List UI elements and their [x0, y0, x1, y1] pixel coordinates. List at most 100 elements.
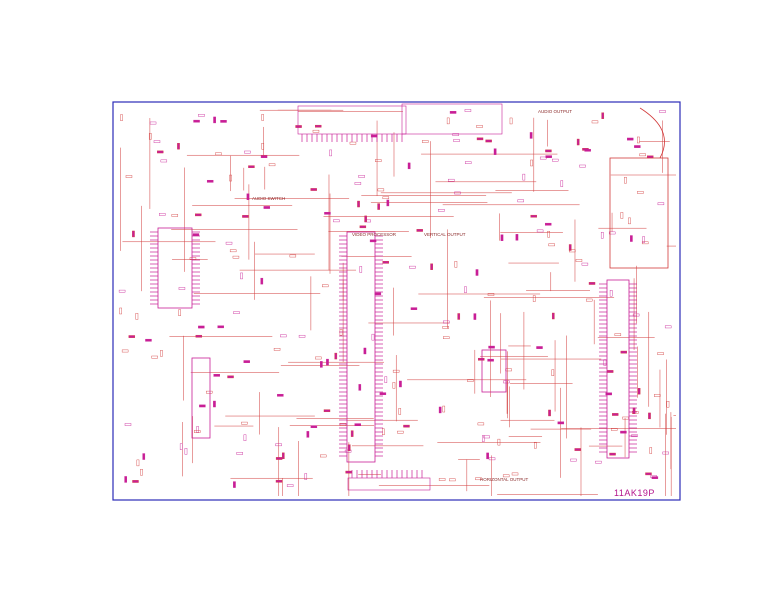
- component-symbol: [273, 348, 281, 351]
- component-symbol: [505, 368, 512, 372]
- sheet-border: [112, 101, 681, 501]
- component-symbol: [363, 347, 367, 355]
- component-symbol: [641, 241, 649, 245]
- component-symbol: [548, 409, 551, 417]
- component-symbol: [584, 148, 591, 152]
- component-symbol: [637, 191, 644, 194]
- component-symbol: [548, 243, 555, 247]
- component-symbol: [609, 290, 613, 297]
- component-symbol: [140, 469, 143, 476]
- component-symbol: [586, 298, 593, 302]
- component-symbol: [622, 416, 629, 420]
- component-symbol: [160, 350, 163, 357]
- component-symbol: [605, 392, 612, 396]
- component-symbol: [421, 140, 429, 143]
- component-symbol: [634, 145, 641, 148]
- component-symbol: [536, 229, 544, 233]
- component-symbol: [177, 143, 180, 150]
- crt-neck-board: [609, 107, 669, 269]
- component-symbol: [295, 125, 302, 128]
- component-symbol: [132, 230, 135, 238]
- flyback-transformer: [481, 349, 507, 393]
- component-symbol: [581, 262, 589, 266]
- component-symbol: [227, 375, 234, 379]
- component-symbol: [536, 346, 543, 349]
- component-symbol: [261, 114, 264, 121]
- component-symbol: [430, 263, 433, 270]
- component-symbol: [397, 430, 404, 434]
- component-symbol: [620, 430, 627, 434]
- component-symbol: [664, 325, 672, 329]
- component-symbol: [306, 431, 310, 438]
- component-symbol: [124, 423, 132, 426]
- component-symbol: [503, 380, 510, 384]
- component-symbol: [192, 233, 200, 236]
- micro-controller-ic: [606, 279, 630, 459]
- component-symbol: [142, 453, 146, 460]
- component-symbol: [357, 200, 360, 208]
- component-symbol: [487, 358, 494, 362]
- component-symbol: [654, 394, 661, 397]
- component-symbol: [509, 117, 513, 125]
- component-symbol: [551, 312, 555, 320]
- component-symbol: [263, 206, 271, 209]
- component-symbol: [349, 141, 357, 145]
- component-symbol: [298, 334, 306, 338]
- component-symbol: [220, 120, 227, 123]
- component-symbol: [125, 175, 133, 178]
- component-symbol: [446, 117, 450, 125]
- component-layer: [118, 109, 672, 488]
- component-symbol: [153, 140, 161, 143]
- component-symbol: [557, 421, 565, 425]
- component-symbol: [551, 369, 555, 376]
- block-label-audio-switch: AUDIO SWITCH: [252, 196, 285, 201]
- component-symbol: [215, 152, 222, 156]
- component-symbol: [377, 188, 385, 192]
- component-symbol: [464, 109, 472, 112]
- component-symbol: [225, 241, 233, 245]
- component-symbol: [315, 356, 322, 360]
- component-symbol: [475, 269, 479, 276]
- component-symbol: [347, 444, 351, 451]
- component-symbol: [493, 148, 497, 155]
- model-number: 11AK19P: [614, 488, 655, 498]
- component-symbol: [627, 137, 634, 141]
- component-symbol: [409, 265, 416, 269]
- component-symbol: [320, 454, 327, 458]
- component-symbol: [171, 214, 179, 217]
- component-symbol: [240, 272, 243, 280]
- component-symbol: [236, 452, 243, 455]
- component-symbol: [229, 174, 232, 182]
- component-symbol: [569, 249, 576, 253]
- component-symbol: [374, 292, 382, 296]
- component-symbol: [339, 423, 347, 426]
- component-symbol: [149, 121, 157, 125]
- component-symbol: [160, 159, 168, 163]
- component-symbol: [648, 412, 651, 420]
- component-symbol: [304, 473, 308, 480]
- component-symbol: [486, 452, 489, 460]
- component-symbol: [624, 176, 627, 184]
- component-symbol: [206, 179, 214, 183]
- component-symbol: [570, 458, 577, 462]
- top-connector-strip: [297, 103, 503, 135]
- component-symbol: [382, 261, 389, 264]
- component-symbol: [606, 370, 614, 373]
- component-symbol: [233, 481, 236, 488]
- component-symbol: [392, 382, 396, 389]
- component-symbol: [515, 234, 519, 241]
- component-symbol: [659, 110, 666, 113]
- component-symbol: [575, 259, 583, 262]
- component-symbol: [377, 203, 380, 210]
- component-symbol: [530, 159, 533, 167]
- component-symbol: [369, 239, 377, 243]
- component-symbol: [534, 441, 537, 449]
- component-symbol: [121, 349, 129, 353]
- component-symbol: [196, 426, 199, 433]
- component-symbol: [637, 136, 640, 144]
- component-symbol: [354, 182, 362, 185]
- component-symbol: [449, 478, 456, 482]
- component-symbol: [354, 423, 361, 426]
- component-symbol: [243, 360, 250, 363]
- component-symbol: [213, 400, 216, 408]
